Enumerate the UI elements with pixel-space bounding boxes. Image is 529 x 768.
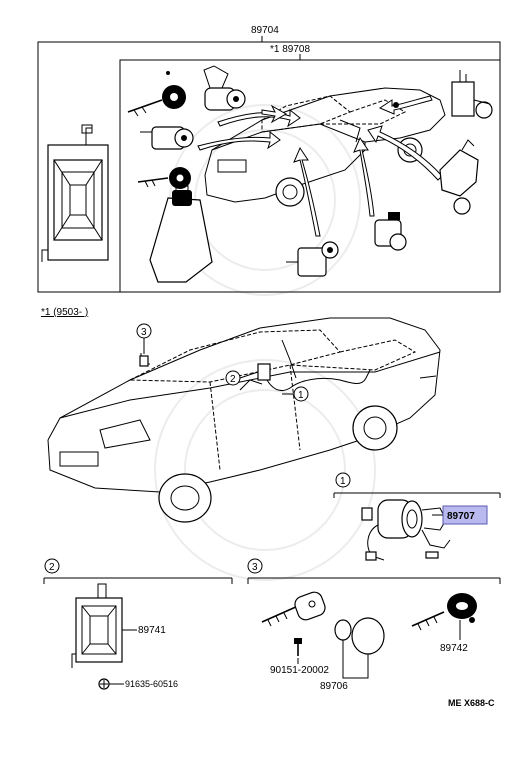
key-fob-cover-icon bbox=[149, 185, 213, 283]
door-lock-switch-icon-right bbox=[439, 139, 479, 215]
top-assembly-frame bbox=[37, 36, 501, 293]
svg-text:2: 2 bbox=[230, 374, 236, 385]
watermark-emblem bbox=[154, 104, 376, 581]
callout-2-car: 2 bbox=[225, 370, 259, 386]
cover-ring-icon bbox=[334, 617, 385, 655]
key-icon-top-1 bbox=[127, 85, 186, 117]
section-2-bracket: 2 bbox=[43, 558, 233, 584]
door-lock-cylinder-icon bbox=[166, 65, 246, 111]
assembly-arrows-top bbox=[197, 95, 443, 237]
section-1-bracket: 1 bbox=[333, 472, 501, 498]
footnote-effective-date: *1 (9503- ) bbox=[41, 307, 88, 318]
lock-cylinder-icon-top bbox=[140, 126, 194, 150]
car-body-main-icon bbox=[47, 317, 441, 523]
trunk-lock-switch-icon bbox=[393, 70, 493, 119]
callout-1-car: 1 bbox=[282, 386, 309, 402]
part-number-90151-20002: 90151-20002 bbox=[270, 665, 329, 676]
section-3-bracket: 3 bbox=[247, 558, 501, 584]
svg-text:1: 1 bbox=[340, 476, 346, 487]
part-number-89708: *1 89708 bbox=[270, 44, 310, 55]
key-blank-icon bbox=[261, 591, 326, 627]
hood-switch-icon bbox=[286, 241, 339, 277]
ecu-module-top-icon bbox=[41, 124, 109, 262]
part-number-89707: 89707 bbox=[447, 511, 475, 522]
svg-text:3: 3 bbox=[252, 562, 258, 573]
door-courtesy-switch-icon bbox=[374, 212, 407, 251]
key-icon-top-2 bbox=[137, 167, 191, 189]
sensor-89707-icon bbox=[361, 499, 451, 561]
screw-90151-icon bbox=[294, 638, 302, 656]
svg-text:1: 1 bbox=[298, 390, 304, 401]
screw-91635-icon bbox=[98, 678, 110, 690]
part-number-89704: 89704 bbox=[251, 25, 279, 36]
wiring-harness-icon bbox=[139, 339, 371, 392]
part-number-91635-60516: 91635-60516 bbox=[125, 679, 178, 689]
svg-text:2: 2 bbox=[49, 562, 55, 573]
part-number-89741: 89741 bbox=[138, 625, 166, 636]
callout-3-car: 3 bbox=[136, 323, 152, 354]
part-number-89742: 89742 bbox=[440, 643, 468, 654]
reference-code: ME X688-C bbox=[448, 698, 495, 708]
part-number-89706: 89706 bbox=[320, 681, 348, 692]
key-89742-icon bbox=[411, 593, 477, 631]
ecu-module-89741-icon bbox=[71, 583, 123, 668]
svg-text:3: 3 bbox=[141, 327, 147, 338]
